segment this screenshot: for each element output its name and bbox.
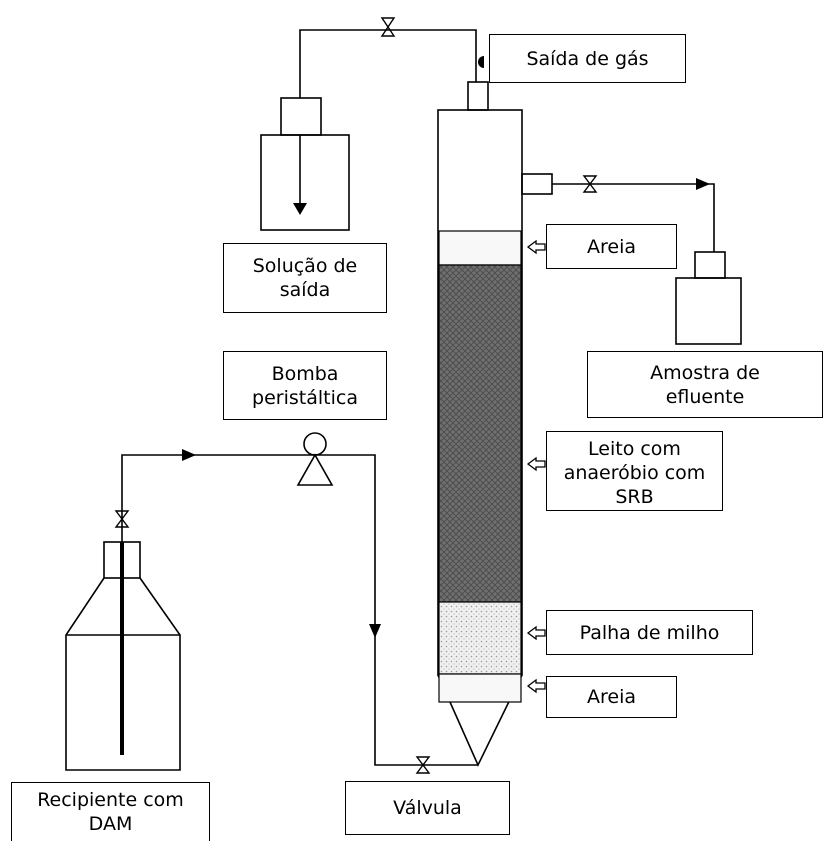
valve-text: Válvula xyxy=(393,797,462,819)
outlet-solution-label: Solução de saída xyxy=(223,243,387,313)
effluent-bottle xyxy=(675,277,742,345)
pointer-arrow-sand-top xyxy=(526,239,546,255)
effluent-arrow xyxy=(696,178,710,190)
corn-straw-label: Palha de milho xyxy=(546,610,753,655)
pump-rotor xyxy=(303,432,327,456)
container-text-1: Recipiente com xyxy=(37,789,184,811)
source-container-shoulder xyxy=(65,577,181,771)
effluent-bottle-cap xyxy=(694,251,726,279)
gas-outlet-label: Saída de gás xyxy=(489,34,686,83)
outlet-solution-text-2: saída xyxy=(279,279,331,301)
bed-label: Leito com anaeróbio com SRB xyxy=(546,431,723,511)
bed-text-2: anaeróbio com xyxy=(563,462,706,484)
feed-arrow-right xyxy=(182,449,196,461)
outlet-solution-text-1: Solução de xyxy=(252,255,358,277)
bed-text-3: SRB xyxy=(615,486,654,508)
gas-sensor-icon xyxy=(478,56,484,68)
corn-straw-text: Palha de milho xyxy=(579,621,720,644)
feed-pipe xyxy=(121,454,478,766)
sand-bottom-label: Areia xyxy=(546,676,677,718)
anaerobic-bed-layer xyxy=(438,264,522,603)
pointer-arrow-sand-bottom xyxy=(526,678,546,694)
effluent-sample-text-2: efluente xyxy=(665,385,745,408)
valve-label: Válvula xyxy=(345,781,510,835)
outlet-solution-bottle-cap xyxy=(280,97,322,136)
valve-icon-source xyxy=(114,510,130,528)
pump-text-1: Bomba xyxy=(271,362,339,385)
pump-text-2: peristáltica xyxy=(252,386,358,409)
pointer-arrow-corn-straw xyxy=(526,625,546,641)
valve-icon-top xyxy=(380,17,396,37)
effluent-sample-label: Amostra de efluente xyxy=(587,351,823,418)
container-text-2: DAM xyxy=(88,813,133,835)
effluent-sample-text-1: Amostra de xyxy=(650,361,760,384)
gas-outlet-text: Saída de gás xyxy=(526,47,649,70)
pump-base xyxy=(296,453,334,486)
feed-arrow-down xyxy=(369,624,381,638)
valve-icon-bottom xyxy=(415,756,431,774)
pump-label: Bomba peristáltica xyxy=(223,351,387,420)
valve-icons xyxy=(114,17,598,774)
outlet-solution-bottle xyxy=(260,134,350,231)
effluent-port xyxy=(521,173,553,195)
outlet-solution-arrow xyxy=(293,203,307,215)
reactor-gas-port xyxy=(467,81,489,111)
corn-straw-layer xyxy=(438,601,522,675)
valve-icon-effluent xyxy=(582,175,598,193)
sand-bottom-text: Areia xyxy=(586,686,636,708)
sand-top-label: Areia xyxy=(546,224,677,269)
sand-layer-bottom xyxy=(438,673,522,703)
sand-top-text: Areia xyxy=(586,235,636,258)
sand-layer-top xyxy=(438,230,522,266)
container-label: Recipiente com DAM xyxy=(11,782,210,841)
gas-outlet-pipe xyxy=(299,29,477,98)
bed-text-1: Leito com xyxy=(588,438,681,460)
pointer-arrow-bed xyxy=(526,456,546,472)
effluent-pipe xyxy=(552,183,715,252)
